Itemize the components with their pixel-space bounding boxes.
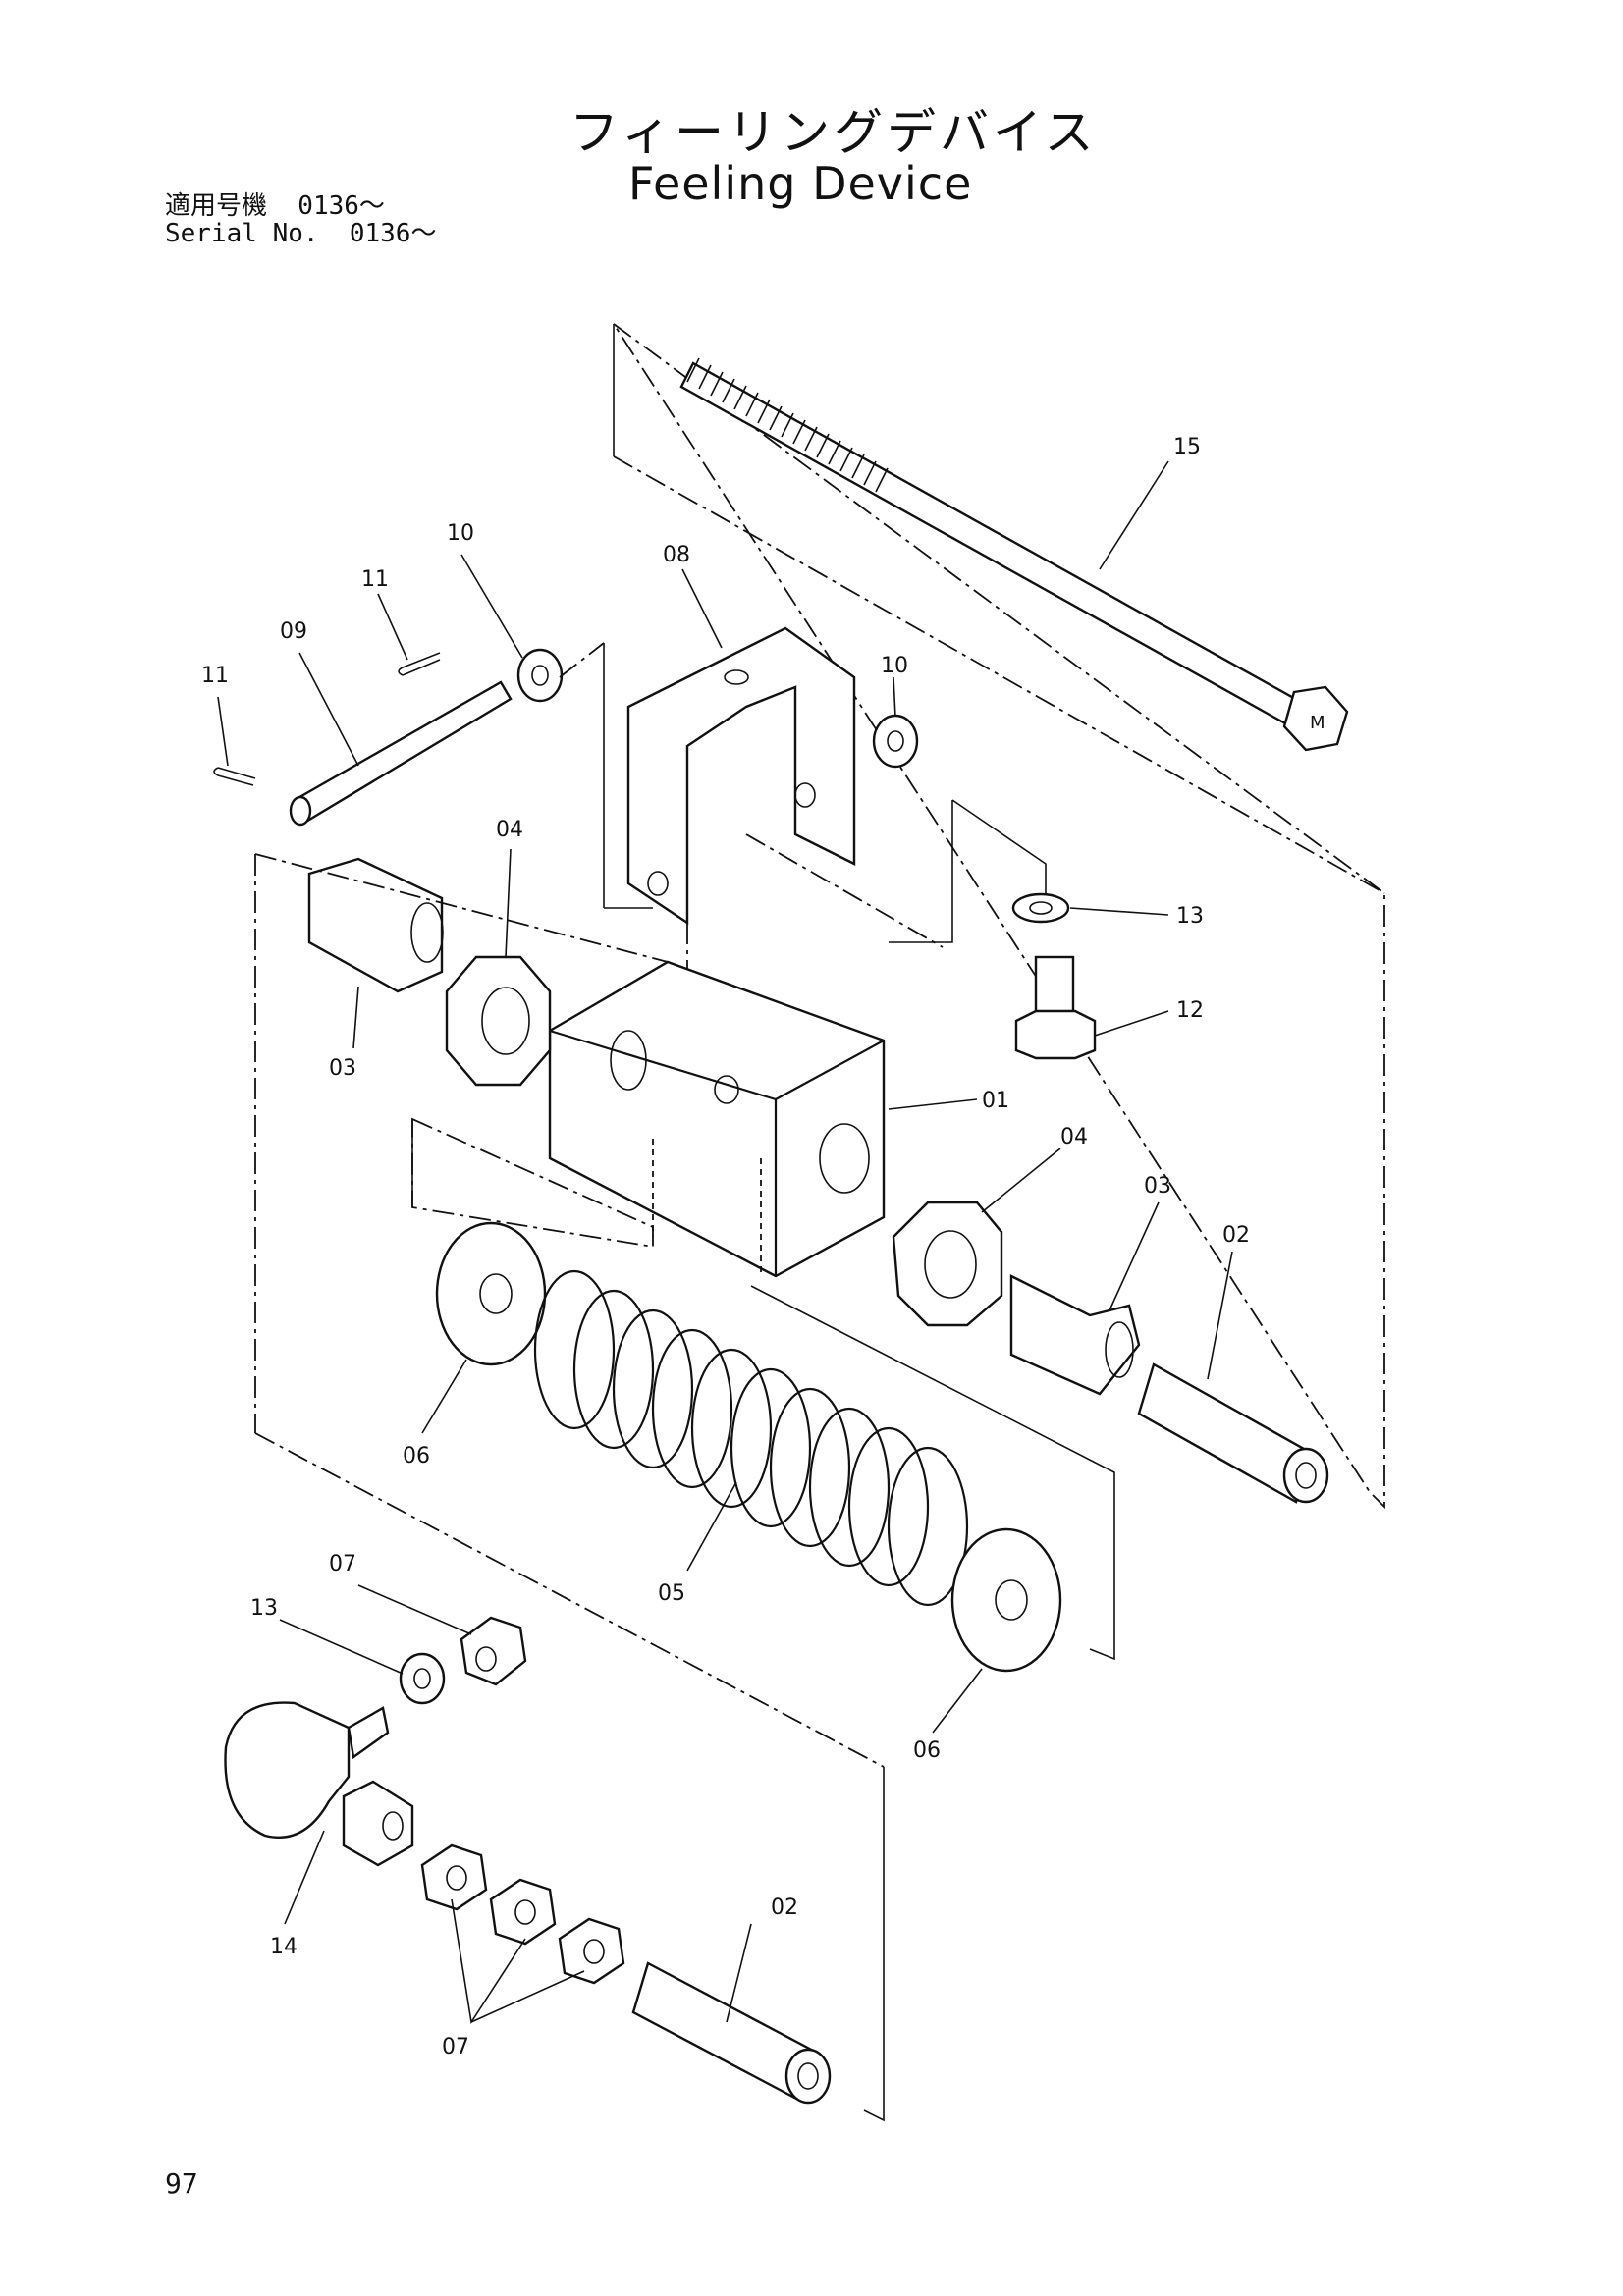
part-02-tube-lower (631, 1961, 832, 2105)
callout-10-upper-right: 10 (881, 654, 908, 678)
part-05-spring (533, 1269, 969, 1607)
part-13-lock-washer-lower (399, 1652, 446, 1705)
part-11-cotter-pin-lower (213, 767, 256, 786)
part-15-bolt: M (613, 323, 1385, 1510)
part-07-nut-lower-3 (558, 1917, 625, 1985)
part-07-nut-upper (460, 1616, 527, 1686)
serial-line-english: Serial No. 0136～ (165, 219, 437, 248)
part-09-pin (289, 680, 513, 827)
callout-07-upper: 07 (329, 1552, 356, 1576)
serial-line-japanese: 適用号機 0136～ (165, 191, 385, 221)
svg-text:M: M (1310, 713, 1325, 733)
callout-13-lower: 13 (250, 1596, 278, 1621)
part-10-washer-left (516, 648, 564, 703)
callout-04-upper: 04 (496, 818, 523, 842)
callout-11-upper: 11 (361, 567, 389, 592)
callout-04-lower: 04 (1060, 1125, 1088, 1149)
callout-03-lower: 03 (1144, 1174, 1171, 1199)
callout-02-upper: 02 (1222, 1223, 1250, 1248)
part-14-rod-end (224, 1701, 414, 1867)
part-04-nut-lower (892, 1201, 1003, 1327)
callout-10-upper-left: 10 (447, 521, 474, 546)
callout-11-lower: 11 (201, 664, 229, 688)
callout-07-lower: 07 (442, 2035, 469, 2059)
callout-06-upper: 06 (403, 1444, 430, 1468)
part-12-bolt (1014, 955, 1097, 1060)
callout-01: 01 (982, 1089, 1009, 1113)
callout-08: 08 (663, 543, 690, 567)
title-english: Feeling Device (628, 157, 973, 210)
part-07-nut-lower-1 (420, 1843, 488, 1911)
part-02-tube-upper (1137, 1362, 1329, 1504)
part-07-nut-lower-2 (489, 1878, 557, 1946)
callout-12: 12 (1176, 998, 1204, 1023)
callout-05: 05 (658, 1581, 685, 1606)
leader-lines (217, 460, 1233, 2025)
part-04-nut-upper (445, 955, 552, 1087)
part-08-bracket (626, 626, 944, 982)
callout-15: 15 (1173, 435, 1201, 459)
part-06-spring-seat-upper (435, 1221, 547, 1366)
part-03-adjuster-upper (307, 857, 444, 993)
part-11-cotter-pin-upper (398, 652, 441, 676)
callout-02-lower: 02 (771, 1896, 798, 1920)
part-10-washer-right (872, 714, 919, 769)
callout-13-upper: 13 (1176, 904, 1204, 929)
callout-06-lower: 06 (913, 1738, 941, 1763)
part-01-body (548, 960, 886, 1278)
callout-03-upper: 03 (329, 1056, 356, 1081)
callout-14: 14 (270, 1935, 298, 1959)
title-japanese: フィーリングデバイス (569, 104, 1098, 161)
part-06-spring-seat-lower (950, 1527, 1062, 1673)
part-13-lock-washer-upper (1011, 892, 1070, 924)
callout-09: 09 (280, 619, 307, 644)
page-number: 97 (165, 2167, 198, 2200)
part-03-adjuster-lower (1009, 1274, 1141, 1396)
callouts: 15 10 11 09 11 08 10 04 13 12 03 01 04 0… (201, 435, 1250, 2059)
